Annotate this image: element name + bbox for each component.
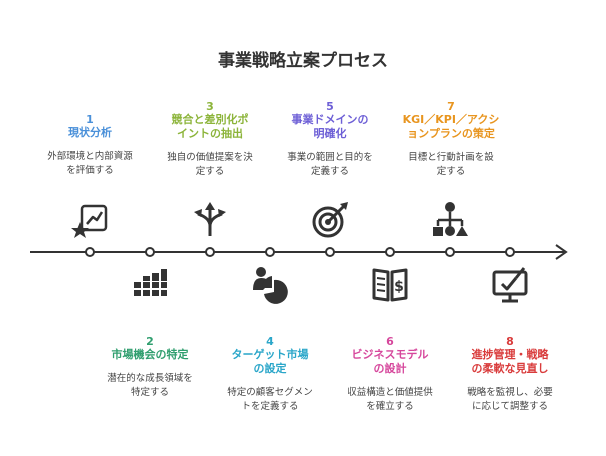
step-7: 7 KGI／KPI／アクションプランの策定 目標と行動計画を設定する — [386, 100, 516, 179]
step-1-description: 外部環境と内部資源を評価する — [47, 151, 133, 176]
step-8-name: 進捗管理・戦略の柔軟な見直し — [471, 348, 549, 375]
step-6-description: 収益構造と価値提供を確立する — [347, 387, 433, 412]
target-icon — [312, 202, 348, 238]
step-6: 6 ビジネスモデルの設計 収益構造と価値提供を確立する — [330, 335, 450, 414]
diagram-title: 事業戦略立案プロセス — [218, 51, 388, 71]
monitor-check-icon — [492, 267, 528, 303]
step-6-name: ビジネスモデルの設計 — [351, 348, 429, 375]
timeline-dot-1 — [85, 247, 95, 257]
step-4-number: 4 — [266, 335, 274, 348]
step-2: 2 市場機会の特定 潜在的な成長領域を特定する — [90, 335, 210, 400]
step-2-number: 2 — [146, 335, 154, 348]
step-7-number: 7 — [447, 100, 455, 113]
svg-text:$: $ — [394, 279, 404, 295]
step-5: 5 事業ドメインの明確化 事業の範囲と目的を定義する — [270, 100, 390, 179]
grid-chart-icon — [134, 269, 167, 296]
org-chart-icon — [433, 202, 468, 236]
step-7-description: 目標と行動計画を設定する — [408, 152, 494, 177]
step-5-name: 事業ドメインの明確化 — [291, 113, 369, 140]
timeline-dot-8 — [505, 247, 515, 257]
timeline-dot-5 — [325, 247, 335, 257]
timeline-arrowhead — [555, 244, 568, 260]
step-4-description: 特定の顧客セグメントを定義する — [227, 387, 313, 412]
timeline-dot-6 — [385, 247, 395, 257]
step-1: 1 現状分析 外部環境と内部資源を評価する — [30, 113, 150, 178]
step-5-number: 5 — [326, 100, 334, 113]
step-6-number: 6 — [386, 335, 394, 348]
step-4: 4 ターゲット市場の設定 特定の顧客セグメントを定義する — [210, 335, 330, 414]
timeline-dot-4 — [265, 247, 275, 257]
book-dollar-icon: $ — [372, 268, 408, 302]
step-8: 8 進捗管理・戦略の柔軟な見直し 戦略を監視し、必要に応じて調整する — [448, 335, 572, 414]
step-1-name: 現状分析 — [68, 126, 112, 139]
timeline-dot-3 — [205, 247, 215, 257]
step-8-number: 8 — [506, 335, 514, 348]
step-2-description: 潜在的な成長領域を特定する — [107, 373, 193, 398]
person-pie-icon — [253, 267, 288, 304]
timeline-dot-7 — [445, 247, 455, 257]
step-3-name: 競合と差別化ポイントの抽出 — [171, 113, 249, 140]
step-3-number: 3 — [206, 100, 214, 113]
step-4-name: ターゲット市場の設定 — [231, 348, 309, 375]
step-3-description: 独自の価値提案を決定する — [167, 152, 253, 177]
timeline-dot-2 — [145, 247, 155, 257]
split-arrows-icon — [194, 202, 226, 236]
step-8-description: 戦略を監視し、必要に応じて調整する — [467, 387, 553, 412]
step-3: 3 競合と差別化ポイントの抽出 独自の価値提案を決定する — [150, 100, 270, 179]
step-1-number: 1 — [86, 113, 94, 126]
step-5-description: 事業の範囲と目的を定義する — [287, 152, 373, 177]
step-2-name: 市場機会の特定 — [111, 348, 189, 361]
chart-growth-icon — [71, 204, 108, 238]
step-7-name: KGI／KPI／アクションプランの策定 — [402, 113, 500, 140]
